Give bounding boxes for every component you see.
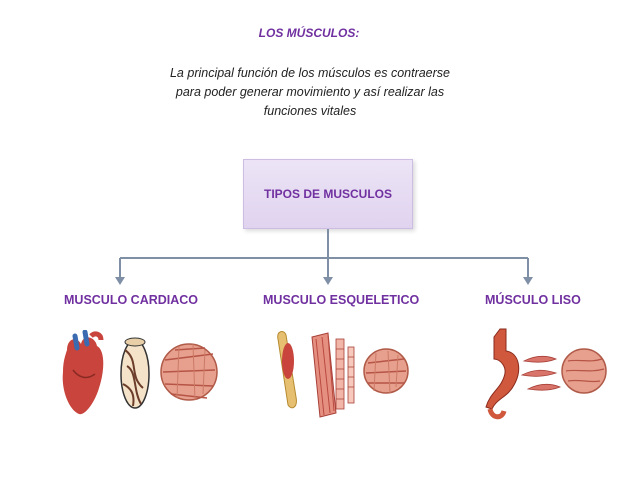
skeletal-tissue-icon (363, 348, 409, 394)
bone-muscle-icon (277, 331, 297, 409)
title-text: LOS MÚSCULOS: (258, 26, 360, 40)
smooth-muscle-cells-icon (520, 355, 562, 391)
smooth-tissue-icon (561, 348, 607, 394)
category-label: MUSCULO ESQUELETICO (263, 293, 420, 307)
root-node-label: TIPOS DE MUSCULOS (263, 187, 392, 201)
heart-icon (62, 330, 104, 415)
arrow-head-left (115, 277, 125, 285)
cardiac-muscle-illustration (62, 330, 218, 415)
category-label: MUSCULO CARDIACO (64, 293, 199, 307)
arrow-head-center (323, 277, 333, 285)
muscle-fiber-bundle-icon (311, 332, 355, 418)
intro-line: funciones vitales (263, 104, 357, 118)
skeletal-muscle-illustration (277, 331, 409, 418)
heart-wall-fiber-icon (120, 337, 150, 409)
stomach-icon (485, 328, 520, 420)
root-node: TIPOS DE MUSCULOS (243, 159, 413, 229)
diagram-title: LOS MÚSCULOS: (0, 26, 638, 40)
intro-text: La principal función de los músculos es … (120, 64, 500, 121)
intro-line: La principal función de los músculos es … (169, 66, 450, 80)
intro-line: para poder generar movimiento y así real… (175, 85, 445, 99)
cardiac-tissue-icon (160, 343, 218, 401)
category-label: MÚSCULO LISO (485, 293, 581, 307)
arrow-head-right (523, 277, 533, 285)
category-cardiac: MUSCULO CARDIACO (64, 293, 198, 307)
smooth-muscle-illustration (485, 328, 607, 420)
category-smooth: MÚSCULO LISO (485, 293, 581, 307)
category-skeletal: MUSCULO ESQUELETICO (263, 293, 419, 307)
